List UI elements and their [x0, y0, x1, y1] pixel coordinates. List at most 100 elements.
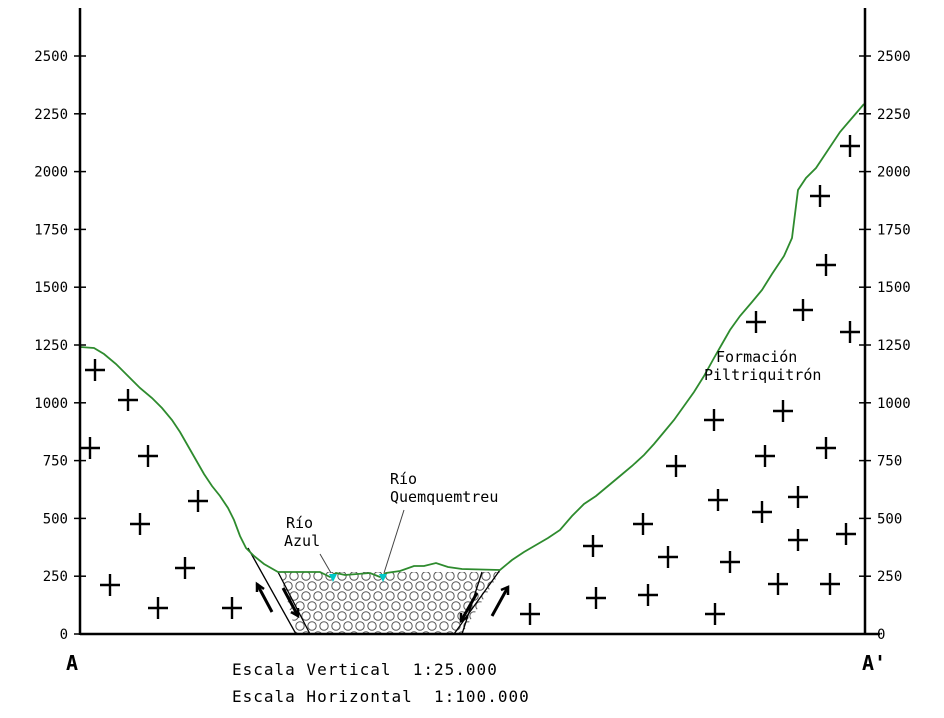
gravel-clast: [331, 601, 341, 611]
gravel-clast: [421, 611, 431, 621]
left-tick-label: 1500: [34, 280, 68, 296]
arrow-down-left-icon: [281, 587, 300, 619]
gravel-clast: [367, 621, 377, 631]
gravel-clast: [481, 572, 491, 581]
basement-cross: [633, 513, 653, 535]
gravel-clast: [463, 581, 473, 591]
gravel-clast: [349, 631, 359, 634]
basement-cross: [752, 501, 772, 523]
gravel-clast: [409, 611, 419, 621]
gravel-clast: [427, 581, 437, 591]
arrow-up-right-icon: [490, 585, 510, 617]
gravel-clast: [337, 572, 347, 581]
gravel-clast: [403, 581, 413, 591]
basement-cross: [666, 455, 686, 477]
gravel-clast: [427, 621, 437, 631]
gravel-clast: [415, 581, 425, 591]
basement-cross: [820, 573, 840, 595]
gravel-clast: [319, 601, 329, 611]
gravel-clast: [433, 591, 443, 601]
rio-azul-leader: [319, 553, 332, 574]
right-tick-label: 0: [877, 627, 885, 643]
gravel-clast: [409, 591, 419, 601]
horizontal-scale-text: Escala Horizontal 1:100.000: [232, 687, 530, 706]
right-tick-label: 2250: [877, 107, 911, 123]
gravel-clast: [475, 621, 485, 631]
gravel-clast: [325, 611, 335, 621]
left-fault-outer: [247, 547, 297, 635]
gravel-clast: [349, 611, 359, 621]
gravel-clast: [391, 601, 401, 611]
gravel-clast: [331, 581, 341, 591]
gravel-clast: [301, 631, 311, 634]
basement-cross: [788, 486, 808, 508]
rio-azul-water-icon: [329, 574, 337, 582]
gravel-clast: [451, 581, 461, 591]
gravel-clast: [307, 581, 317, 591]
gravel-clast: [313, 631, 323, 634]
gravel-clast: [361, 572, 371, 581]
gravel-clast: [337, 611, 347, 621]
basement-cross: [148, 597, 168, 619]
gravel-clast: [301, 611, 311, 621]
basement-cross: [130, 513, 150, 535]
formacion-label-line1: Formación: [716, 348, 797, 366]
gravel-clast: [379, 621, 389, 631]
section-end-label: A': [862, 651, 886, 675]
gravel-clast: [403, 621, 413, 631]
gravel-clast: [439, 621, 449, 631]
gravel-clast: [469, 611, 479, 621]
basement-cross: [586, 587, 606, 609]
basement-cross: [100, 574, 120, 596]
basement-rock-symbols: [80, 135, 860, 625]
gravel-clast: [313, 611, 323, 621]
gravel-clast: [385, 611, 395, 621]
gravel-clast: [397, 631, 407, 634]
gravel-clast: [457, 591, 467, 601]
rio-quemquemtreu-water-icon: [379, 574, 387, 582]
gravel-clast: [469, 572, 479, 581]
gravel-clast: [343, 581, 353, 591]
rio-quemquemtreu-leader: [383, 509, 405, 574]
gravel-clast: [307, 621, 317, 631]
basement-cross: [704, 409, 724, 431]
gravel-clast: [349, 572, 359, 581]
axis-ticks: [74, 55, 871, 635]
gravel-clast: [355, 601, 365, 611]
gravel-clast: [445, 591, 455, 601]
gravel-clast: [439, 601, 449, 611]
gravel-clast: [421, 572, 431, 581]
right-tick-label: 250: [877, 569, 902, 585]
vertical-scale-text: Escala Vertical 1:25.000: [232, 660, 498, 679]
basement-cross: [793, 299, 813, 321]
gravel-clast: [445, 631, 455, 634]
basement-cross: [175, 557, 195, 579]
right-tick-label: 2500: [877, 49, 911, 65]
gravel-clast: [301, 591, 311, 601]
rio-azul-label-line1: Río: [286, 514, 313, 532]
gravel-clast: [319, 621, 329, 631]
gravel-clast: [487, 621, 497, 631]
basement-cross: [810, 185, 830, 207]
left-tick-label: 0: [60, 627, 68, 643]
gravel-clast: [433, 572, 443, 581]
right-tick-label: 1750: [877, 222, 911, 238]
gravel-clast: [343, 621, 353, 631]
basement-cross: [768, 573, 788, 595]
gravel-clast: [415, 601, 425, 611]
gravel-clast: [367, 601, 377, 611]
left-tick-label: 1750: [34, 222, 68, 238]
gravel-clast: [445, 611, 455, 621]
gravel-clast: [313, 591, 323, 601]
gravel-clast: [373, 631, 383, 634]
gravel-clast: [361, 631, 371, 634]
basement-cross: [746, 311, 766, 333]
gravel-clast: [301, 572, 311, 581]
gravel-clast: [295, 581, 305, 591]
gravel-clast: [451, 621, 461, 631]
left-tick-label: 1250: [34, 338, 68, 354]
gravel-clast: [409, 631, 419, 634]
gravel-clast: [475, 601, 485, 611]
